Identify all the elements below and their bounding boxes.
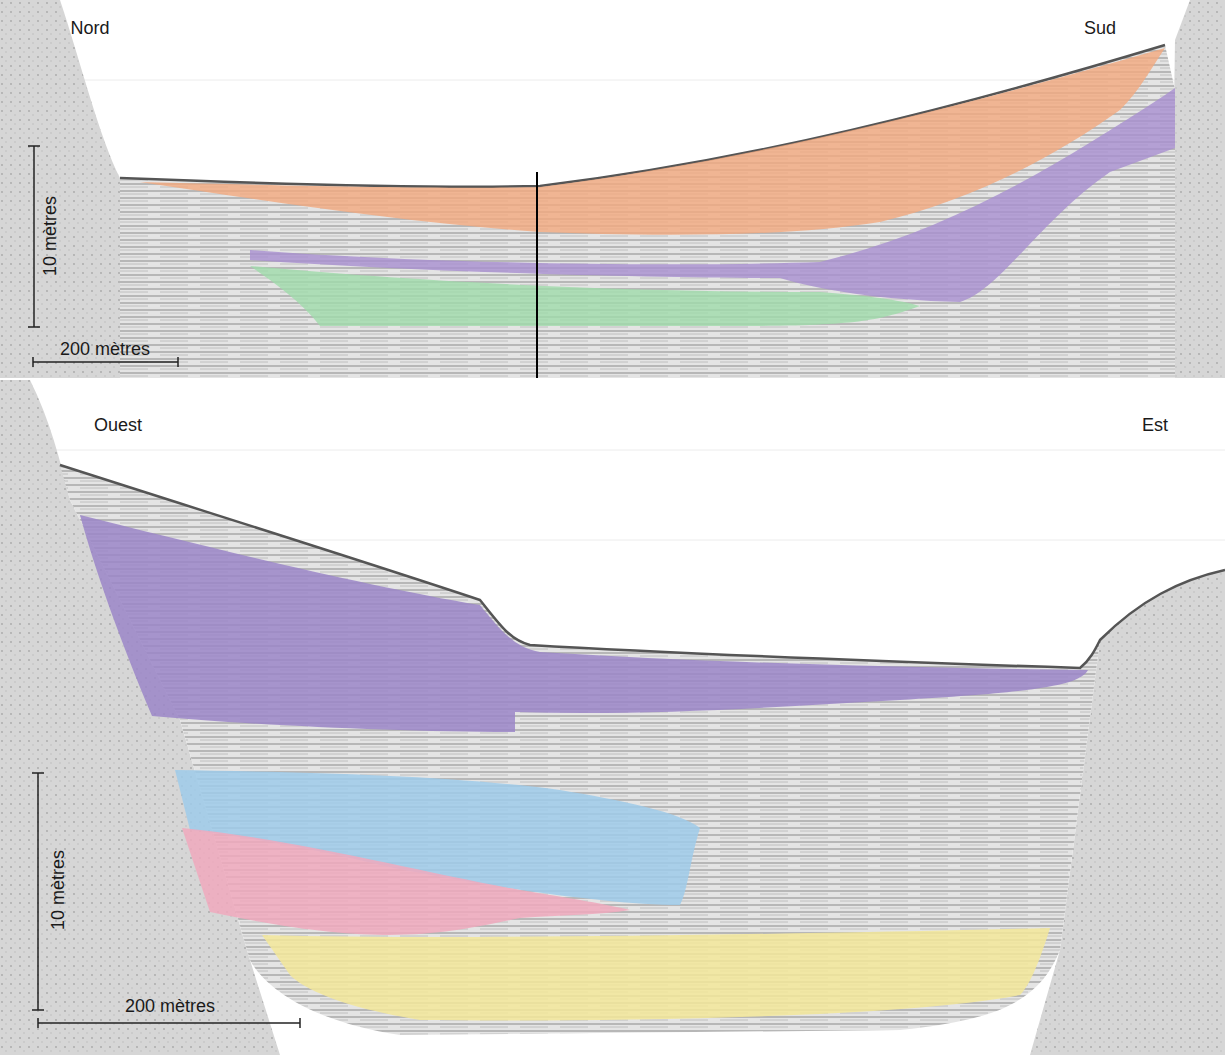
- scale-label: 10 mètres: [41, 196, 59, 276]
- direction-label: Sud: [1084, 19, 1116, 37]
- scale-label: 10 mètres: [49, 850, 67, 930]
- scale-label: 200 mètres: [125, 997, 215, 1015]
- direction-label: Est: [1142, 416, 1168, 434]
- scale-label: 200 mètres: [60, 340, 150, 358]
- direction-label: Nord: [70, 19, 109, 37]
- direction-label: Ouest: [94, 416, 142, 434]
